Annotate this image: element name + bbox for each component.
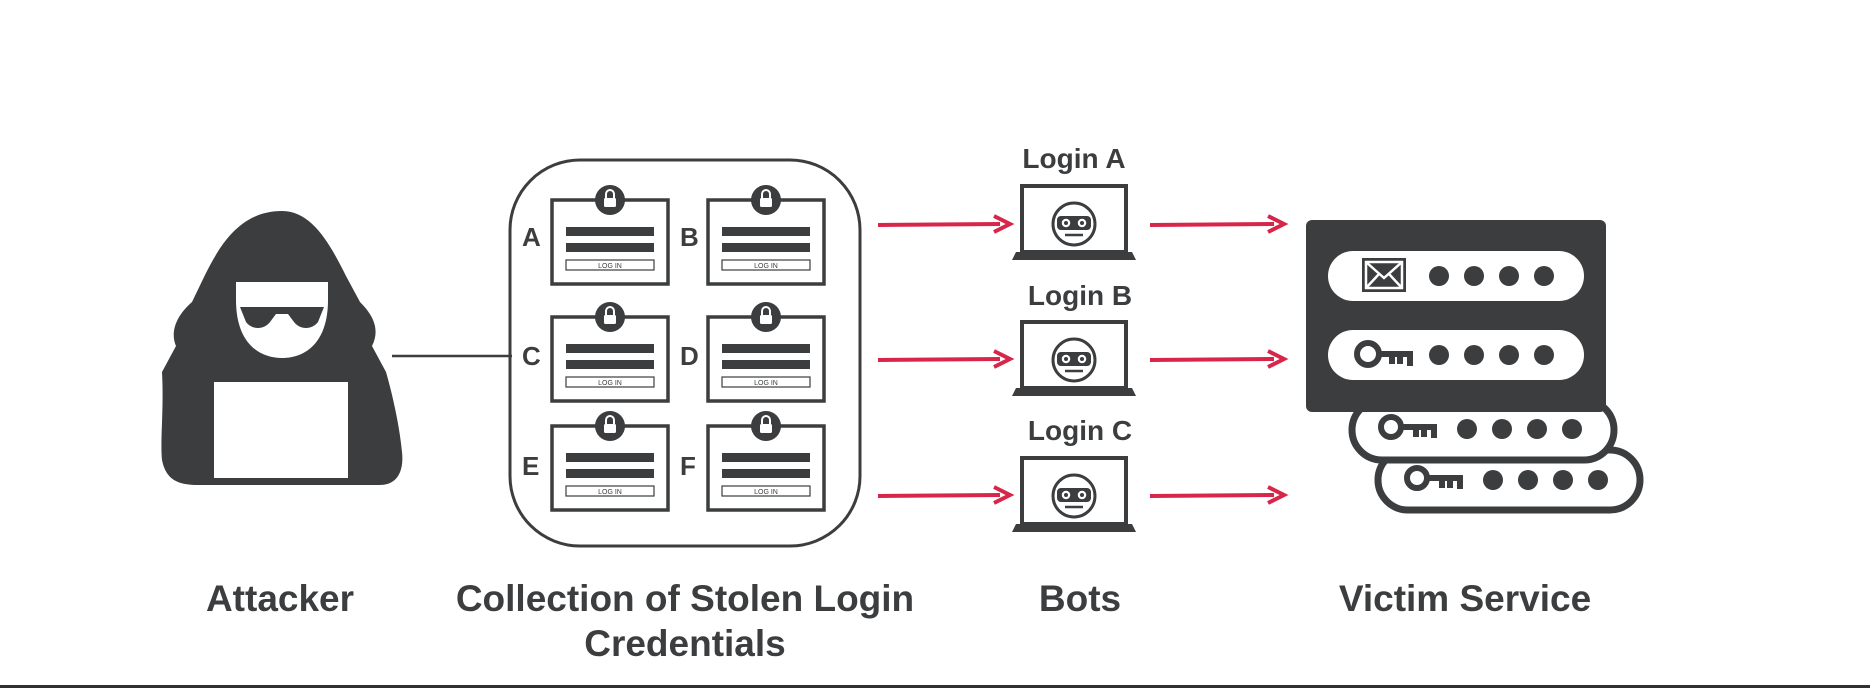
arrowhead-icon bbox=[993, 214, 1015, 234]
robot-face-icon bbox=[1051, 337, 1097, 383]
attacker-caption-text: Attacker bbox=[205, 578, 355, 619]
arrowhead-icon bbox=[1267, 485, 1289, 505]
password-field bbox=[722, 243, 810, 252]
login-button bbox=[565, 485, 655, 497]
victim-caption: Victim Service bbox=[1300, 576, 1630, 621]
login-button bbox=[721, 485, 811, 497]
password-field bbox=[566, 243, 654, 252]
lock-icon bbox=[751, 411, 781, 441]
credential-letter-b: B bbox=[680, 222, 699, 252]
login-button bbox=[721, 376, 811, 388]
collection-caption-line-2: Credentials bbox=[584, 623, 786, 664]
arrow-to-victim-b bbox=[1149, 357, 1275, 362]
bottom-rule bbox=[0, 685, 1870, 688]
collection-caption: Collection of Stolen Login Credentials bbox=[440, 576, 930, 666]
username-field bbox=[722, 453, 810, 462]
credentials-container bbox=[508, 158, 862, 548]
password-field bbox=[566, 360, 654, 369]
robot-face-icon bbox=[1051, 473, 1097, 519]
username-field bbox=[566, 453, 654, 462]
arrowhead-icon bbox=[1267, 349, 1289, 369]
login-button bbox=[565, 376, 655, 388]
arrowhead-icon bbox=[1267, 214, 1289, 234]
username-field bbox=[722, 227, 810, 236]
key-icon bbox=[1354, 340, 1413, 368]
bots-caption: Bots bbox=[1000, 576, 1160, 621]
bot-label-c: Login C bbox=[1027, 415, 1133, 446]
credential-letter-e: E bbox=[522, 451, 540, 481]
lock-icon bbox=[751, 185, 781, 215]
robot-face-icon bbox=[1051, 201, 1097, 247]
lock-icon bbox=[595, 302, 625, 332]
arrow-to-bot-b bbox=[877, 357, 1001, 362]
bots-caption-text: Bots bbox=[1038, 578, 1122, 619]
login-button bbox=[721, 259, 811, 271]
credential-card: LOG IN bbox=[550, 302, 670, 403]
login-button-label: LOG IN bbox=[598, 489, 622, 496]
collection-caption-line-1: Collection of Stolen Login bbox=[455, 578, 915, 619]
arrow-to-bot-a bbox=[877, 222, 1001, 227]
password-field bbox=[566, 469, 654, 478]
username-field bbox=[566, 344, 654, 353]
key-icon bbox=[1404, 465, 1463, 491]
password-pill bbox=[1328, 330, 1584, 380]
login-panel bbox=[1306, 220, 1606, 412]
credential-cards: LOG IN LOG IN LOG IN LOG IN LOG IN LOG IN bbox=[550, 185, 826, 512]
credential-card: LOG IN bbox=[706, 302, 826, 403]
arrowhead-icon bbox=[993, 349, 1015, 369]
login-button-label: LOG IN bbox=[754, 263, 778, 270]
credential-letter-a: A bbox=[522, 222, 541, 252]
bot-laptop-icon bbox=[1012, 320, 1136, 396]
username-field bbox=[566, 227, 654, 236]
credential-card: LOG IN bbox=[706, 185, 826, 286]
login-button-label: LOG IN bbox=[598, 263, 622, 270]
bot-laptops bbox=[1012, 184, 1136, 532]
password-field bbox=[722, 360, 810, 369]
credential-letter-d: D bbox=[680, 341, 699, 371]
credential-letter-c: C bbox=[522, 341, 541, 371]
victim-caption-text: Victim Service bbox=[1338, 578, 1592, 619]
arrows-to-victim bbox=[1149, 214, 1289, 505]
bot-label-a: Login A bbox=[1022, 143, 1126, 174]
attacker-icon bbox=[161, 211, 403, 485]
username-field bbox=[722, 344, 810, 353]
bot-label-b: Login B bbox=[1027, 280, 1133, 311]
arrow-to-victim-c bbox=[1149, 493, 1275, 498]
login-button-label: LOG IN bbox=[754, 380, 778, 387]
arrows-to-bots bbox=[877, 214, 1015, 505]
credential-letter-f: F bbox=[680, 451, 696, 481]
arrowhead-icon bbox=[993, 485, 1015, 505]
credential-card: LOG IN bbox=[550, 185, 670, 286]
credential-card: LOG IN bbox=[706, 411, 826, 512]
attacker-caption: Attacker bbox=[180, 576, 380, 621]
lock-icon bbox=[751, 302, 781, 332]
login-button-label: LOG IN bbox=[598, 380, 622, 387]
bot-laptop-icon bbox=[1012, 456, 1136, 532]
password-field bbox=[722, 469, 810, 478]
password-dots bbox=[1429, 266, 1608, 490]
login-button bbox=[565, 259, 655, 271]
arrow-to-victim-a bbox=[1149, 222, 1275, 227]
key-icon bbox=[1378, 414, 1437, 440]
victim-service-icon bbox=[1306, 220, 1644, 514]
lock-icon bbox=[595, 185, 625, 215]
credential-card: LOG IN bbox=[550, 411, 670, 512]
bot-laptop-icon bbox=[1012, 184, 1136, 260]
envelope-icon bbox=[1362, 258, 1406, 292]
lock-icon bbox=[595, 411, 625, 441]
login-button-label: LOG IN bbox=[754, 489, 778, 496]
arrow-to-bot-c bbox=[877, 493, 1001, 498]
